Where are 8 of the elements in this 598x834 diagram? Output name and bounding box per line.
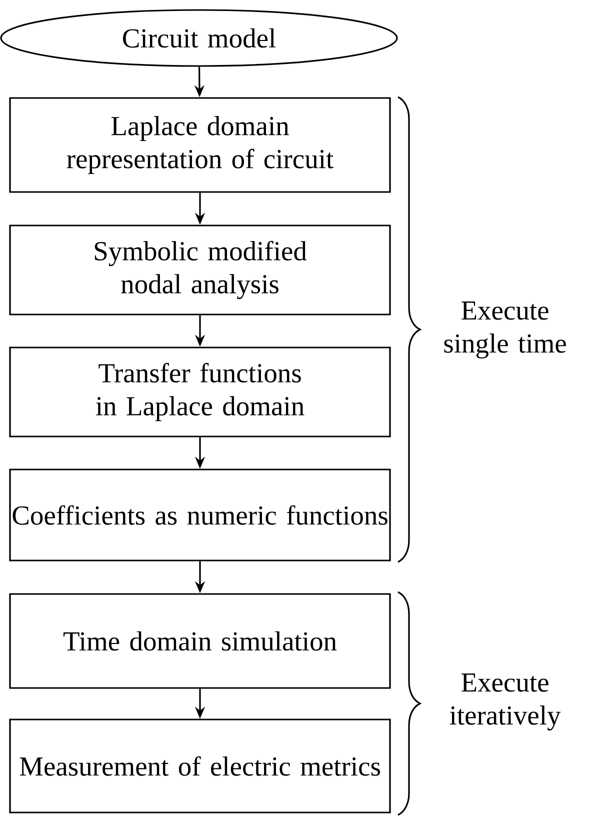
process-box: Laplace domain representation of circuit: [9, 97, 391, 193]
process-box: Measurement of electric metrics: [9, 718, 391, 814]
process-box: Transfer functions in Laplace domain: [9, 346, 391, 438]
brace-label: Execute single time: [444, 302, 566, 358]
process-box: Time domain simulation: [9, 593, 391, 689]
brace-label: Execute iteratively: [450, 674, 561, 730]
process-box: Symbolic modified nodal analysis: [9, 224, 391, 316]
process-box: Coefficients as numeric functions: [9, 468, 391, 562]
